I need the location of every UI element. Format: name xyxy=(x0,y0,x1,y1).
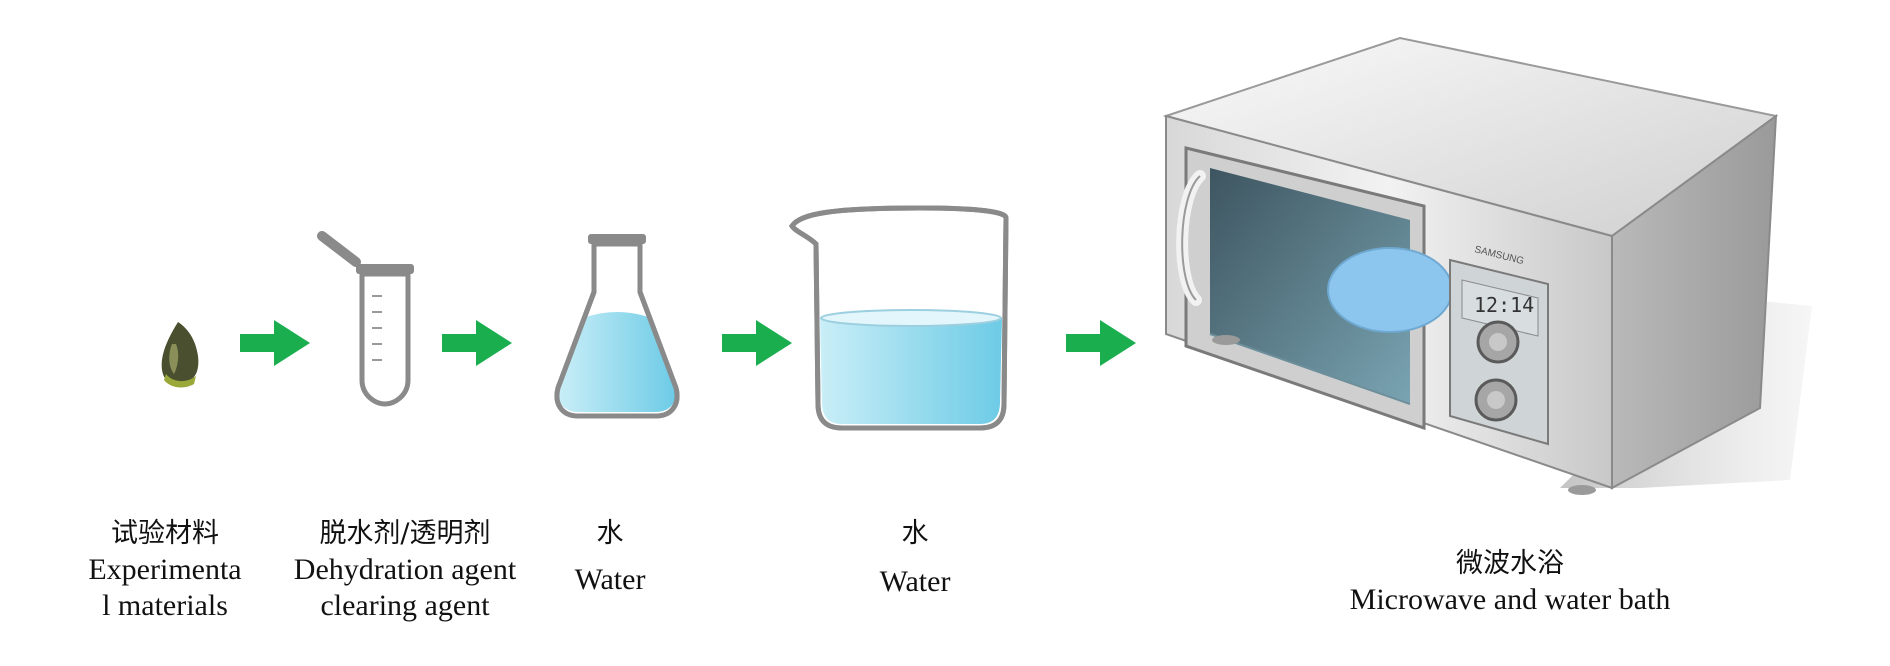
arrow-4 xyxy=(1066,320,1136,366)
step-zh: 脱水剂/透明剂 xyxy=(319,518,491,549)
step-en-line: Water xyxy=(879,565,951,598)
step-zh: 水 xyxy=(596,518,624,549)
step-en-line: clearing agent xyxy=(320,589,490,622)
microwave-display: 12:14 xyxy=(1474,293,1534,317)
step-label-dehydration: 脱水剂/透明剂 Dehydration agent clearing agent xyxy=(270,516,540,624)
step-en-line: Dehydration agent xyxy=(293,553,517,586)
arrow-3 xyxy=(722,320,792,366)
step-en-line: Water xyxy=(574,563,646,596)
step-zh: 水 xyxy=(901,518,929,549)
flask-icon xyxy=(554,234,680,419)
step-en-line: l materials xyxy=(102,589,228,622)
step-label-materials: 试验材料 Experimenta l materials xyxy=(70,516,260,624)
arrow-1 xyxy=(240,320,310,366)
arrow-2 xyxy=(442,320,512,366)
step-zh: 试验材料 xyxy=(111,518,219,549)
step-en-line: Microwave and water bath xyxy=(1349,583,1671,616)
microwave-icon: SAMSUNG 12:14 xyxy=(1162,36,1812,495)
beaker-icon xyxy=(788,205,1009,431)
centrifuge-tube-icon xyxy=(317,231,414,407)
step-en-line: Experimenta xyxy=(88,553,242,586)
step-label-microwave: 微波水浴 Microwave and water bath xyxy=(1330,546,1690,618)
step-label-water-2: 水 Water xyxy=(850,516,980,600)
step-zh: 微波水浴 xyxy=(1456,548,1564,579)
step-label-water-1: 水 Water xyxy=(550,516,670,598)
sample-icon xyxy=(161,322,199,388)
